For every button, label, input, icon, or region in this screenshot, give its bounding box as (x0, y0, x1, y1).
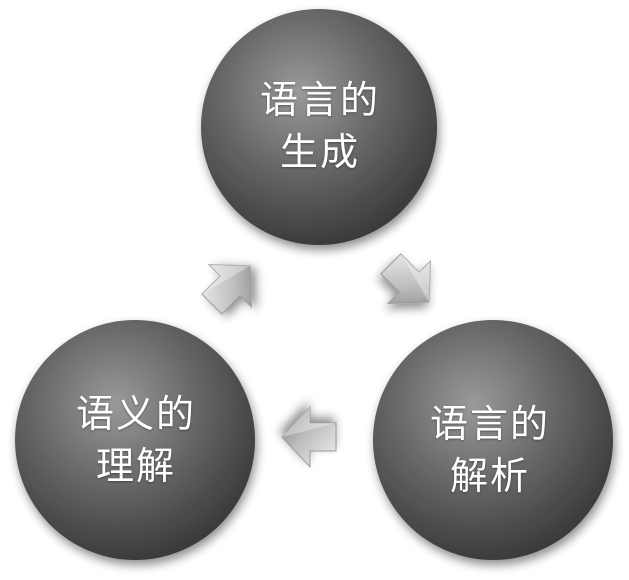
node-circle-generation (201, 9, 437, 245)
arrow-icon-to-parsing (380, 253, 431, 304)
node-label-understanding: 语义的 理解 (36, 388, 236, 492)
node-label-generation: 语言的 生成 (220, 74, 420, 178)
node-label-line: 理解 (95, 444, 176, 488)
arrow-icon-to-understanding (281, 405, 337, 469)
node-label-parsing: 语言的 解析 (390, 398, 590, 502)
node-label-line: 解析 (449, 454, 530, 498)
arrow-icon-to-generation (201, 264, 252, 315)
node-label-line: 生成 (279, 130, 360, 174)
node-label-line: 语言的 (429, 402, 550, 446)
node-circle-understanding (15, 320, 255, 560)
node-label-line: 语义的 (75, 392, 196, 436)
node-label-line: 语言的 (259, 78, 380, 122)
node-circle-parsing (373, 320, 613, 560)
